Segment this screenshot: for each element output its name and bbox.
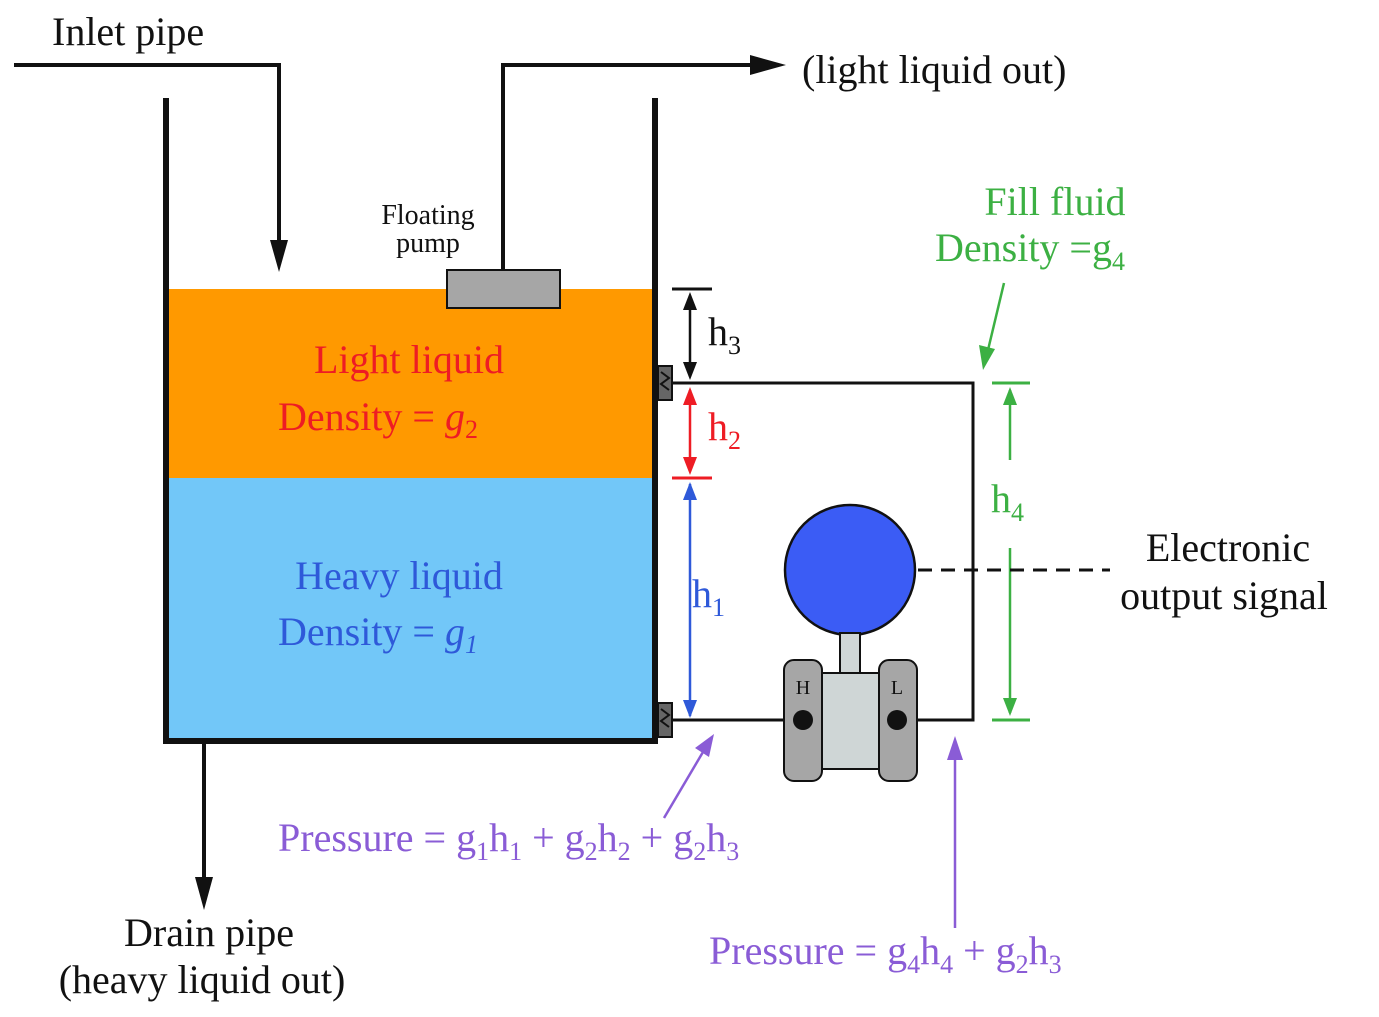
transmitter-neck [839,632,861,676]
low-port-label: L [891,677,903,699]
low-side-pressure-equation: Pressure = g4h4 + g2h3 [709,928,1062,979]
output-signal-label-line2: output signal [1120,573,1328,618]
transmitter-head [783,503,917,637]
output-signal-label-line1: Electronic [1146,525,1310,570]
high-pressure-arrow [662,734,714,819]
impulse-lines [672,381,975,722]
floating-pump [446,269,561,309]
upper-tap [657,365,673,401]
h1-dimension [683,482,697,718]
inlet-pipe [14,63,288,272]
h1-label: h1 [692,571,725,622]
fill-fluid-label-line1: Fill fluid [984,179,1125,224]
high-side-pressure-equation: Pressure = g1h1 + g2h2 + g2h3 [278,815,739,866]
h3-dimension [672,287,712,380]
fill-fluid-label-line2: Density =g4 [935,225,1125,276]
light-liquid-out-pipe [501,55,786,272]
transmitter-body [816,672,886,770]
h4-label: h4 [991,476,1024,527]
low-port [887,710,907,730]
pressure-transmitter: H L [783,503,918,782]
h2-dimension [672,387,712,480]
high-port [793,710,813,730]
drain-pipe-label-line1: Drain pipe [124,910,294,955]
light-liquid-layer [169,289,653,478]
fill-fluid-arrow [979,282,1006,370]
h3-label: h3 [708,309,741,360]
light-liquid-density: Density = g2 [278,394,478,444]
h4-dimension [992,381,1030,722]
tank [163,98,658,744]
heavy-liquid-label: Heavy liquid [295,553,503,598]
light-liquid-label: Light liquid [314,337,504,382]
drain-pipe [195,741,213,910]
inlet-pipe-label: Inlet pipe [52,9,204,54]
light-liquid-out-label: (light liquid out) [802,47,1066,92]
floating-pump-label-line1: Floating [381,200,474,231]
low-pressure-arrow [947,736,963,928]
h2-label: h2 [708,404,741,455]
high-port-label: H [796,677,810,699]
lower-tap [657,702,673,738]
floating-pump-label-line2: pump [396,228,460,259]
heavy-liquid-density: Density = g1 [278,609,478,659]
heavy-liquid-layer [169,478,653,740]
drain-pipe-label-line2: (heavy liquid out) [59,957,346,1002]
